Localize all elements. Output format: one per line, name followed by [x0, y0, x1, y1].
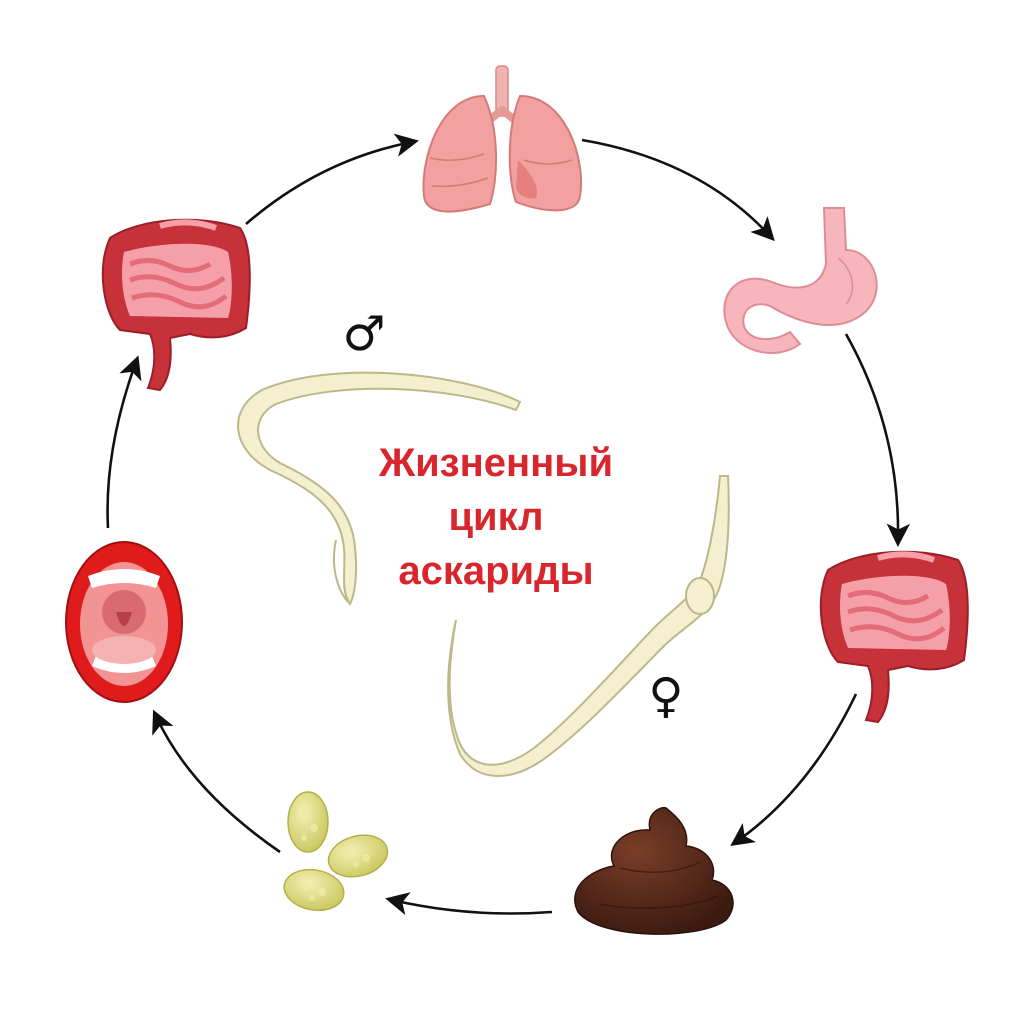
- stomach-icon: [723, 207, 878, 354]
- lungs-icon: [422, 65, 582, 213]
- male-worm-illustration: [237, 371, 522, 606]
- arrow-intestine-to-feces: [730, 693, 858, 847]
- female-symbol: ♀: [648, 668, 683, 724]
- eggs-icon: [283, 791, 389, 912]
- feces-icon: [574, 806, 734, 935]
- arrow-intestine-to-lungs: [245, 133, 419, 225]
- arrow-eggs-to-mouth: [152, 709, 281, 854]
- arrow-lungs-to-stomach: [581, 138, 775, 242]
- intestine-icon: [819, 550, 969, 724]
- female-worm-illustration: [447, 475, 730, 777]
- arrow-mouth-to-intestine: [106, 355, 142, 529]
- title-line-3: аскариды: [398, 549, 593, 593]
- male-symbol: ♂: [342, 306, 385, 362]
- title-line-2: цикл: [448, 495, 543, 539]
- diagram-title: Жизненный цикл аскариды: [378, 441, 613, 593]
- intestine-icon: [101, 218, 251, 392]
- arrow-feces-to-eggs: [385, 892, 553, 916]
- title-line-1: Жизненный: [378, 441, 613, 485]
- mouth-icon: [65, 541, 183, 703]
- cycle-arrows: [106, 133, 910, 916]
- arrow-stomach-to-intestine: [844, 333, 910, 548]
